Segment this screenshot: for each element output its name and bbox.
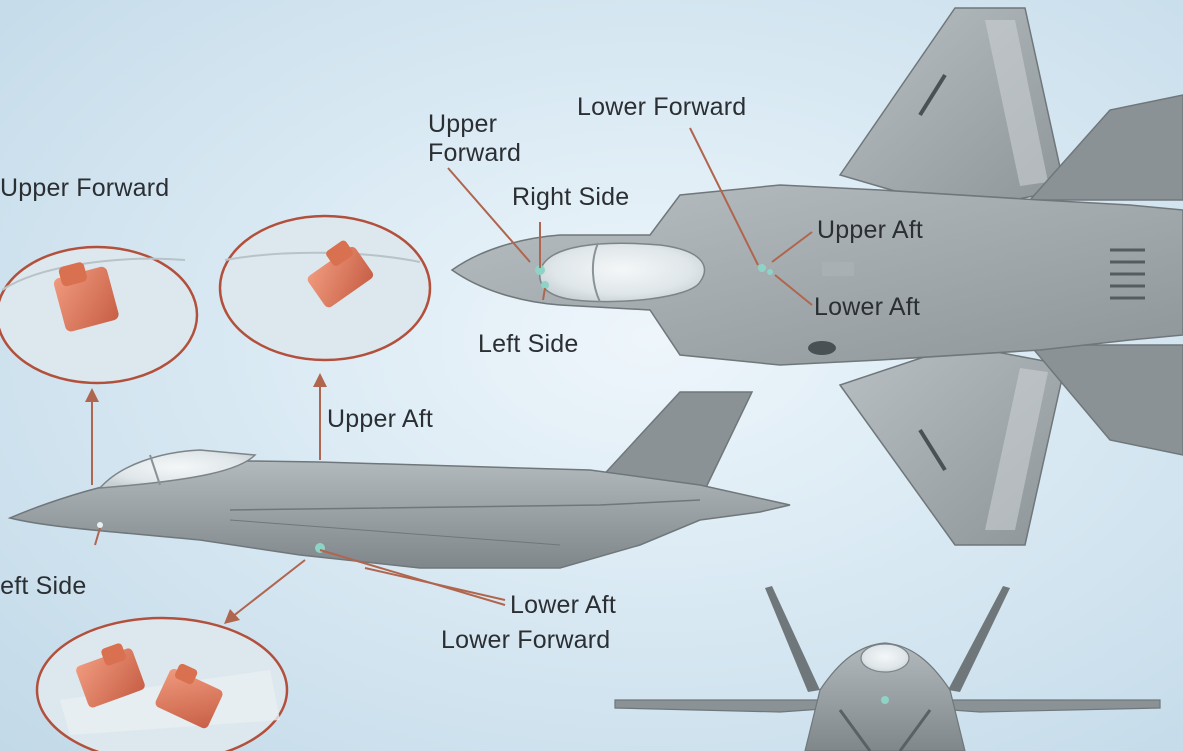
label-side-view-upper-aft: Upper Aft [327, 405, 434, 433]
label-top-view-lower-aft: Lower Aft [814, 293, 921, 321]
top-view-upper-tail [1028, 94, 1183, 201]
side-view-canopy [98, 449, 257, 489]
leader-lines [91, 127, 813, 618]
side-view-aircraft [7, 391, 791, 569]
callout-upper-aft [218, 214, 432, 362]
front-view-aircraft [614, 586, 1161, 751]
label-top-left-upper-forward: Upper Forward [0, 174, 170, 202]
sensor-aperture-upper-forward [53, 262, 119, 332]
label-top-view-lower-forward: Lower Forward [577, 93, 747, 121]
top-view-fuselage [450, 184, 1183, 366]
top-view-aircraft [450, 7, 1183, 546]
callout-lower [35, 616, 289, 751]
side-view-fuselage [7, 459, 791, 569]
sensor-aperture-lower-aft [155, 663, 223, 729]
top-view-lower-tail [1028, 344, 1183, 456]
label-side-view-lower-aft: Lower Aft [510, 591, 617, 619]
front-view-right-tail [948, 586, 1010, 692]
label-side-view-left-side: Left Side [0, 572, 87, 600]
label-top-view-upper-aft: Upper Aft [817, 216, 924, 244]
top-view-canopy [539, 242, 706, 303]
label-top-view-upper-forward-line2: Forward [428, 139, 522, 167]
label-side-view-lower-forward: Lower Forward [441, 626, 611, 654]
label-top-view-upper-forward-line1: Upper [428, 110, 498, 138]
label-top-view-left-side: Left Side [478, 330, 579, 358]
label-top-view-right-side: Right Side [512, 183, 630, 211]
front-view-left-tail [765, 586, 820, 692]
callout-arrowheads [85, 373, 327, 624]
callout-upper-forward [0, 245, 199, 385]
sensor-aperture-lower-forward [76, 643, 145, 708]
sensor-aperture-upper-aft [307, 240, 374, 308]
